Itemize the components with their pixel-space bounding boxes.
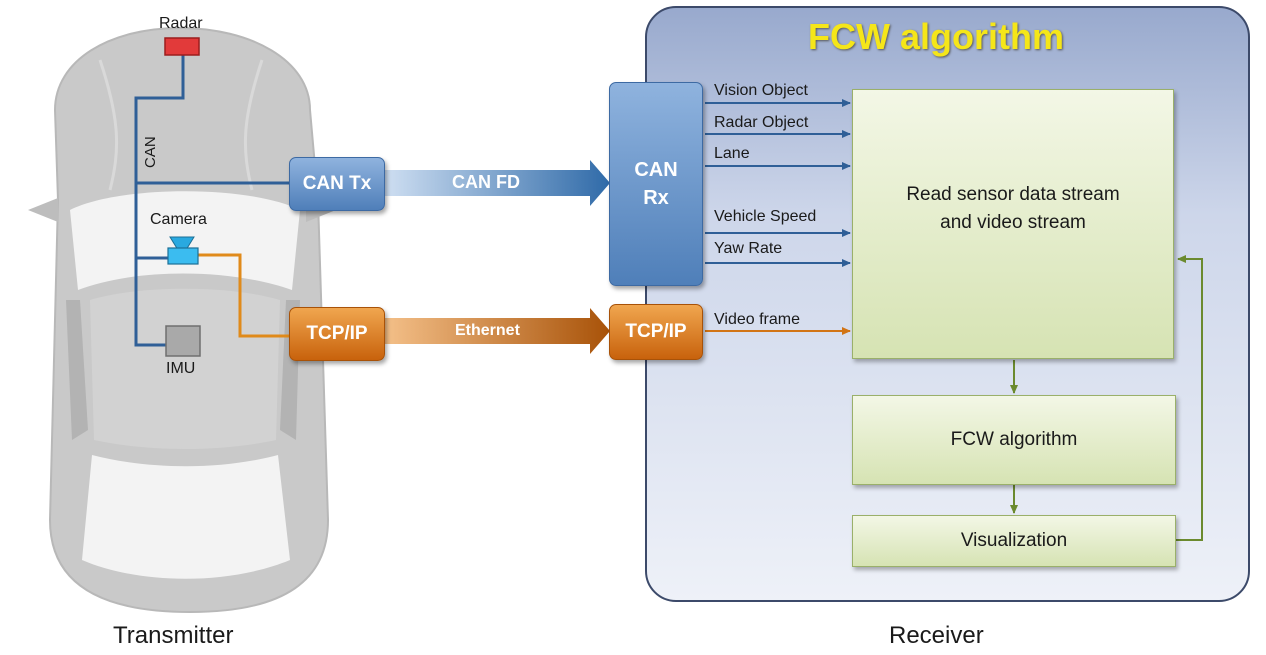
can-rx-line2: Rx xyxy=(643,187,669,209)
flow-arrows xyxy=(1010,255,1203,541)
signal-label-yaw-rate: Yaw Rate xyxy=(714,240,783,257)
read-sensor-box: Read sensor data stream and video stream xyxy=(852,89,1174,359)
signal-label-vehicle-speed: Vehicle Speed xyxy=(714,208,817,225)
car-silhouette xyxy=(28,26,336,614)
camera-label: Camera xyxy=(150,211,207,228)
can-rx-line1: CAN xyxy=(634,159,678,181)
can-rx-box: CAN Rx xyxy=(609,82,703,286)
transmitter-caption: Transmitter xyxy=(113,622,234,649)
radar-label: Radar xyxy=(159,15,203,32)
can-fd-label: CAN FD xyxy=(452,172,520,192)
can-tx-box: CAN Tx xyxy=(289,157,385,211)
fcw-algorithm-box: FCW algorithm xyxy=(852,395,1176,485)
ethernet-arrow xyxy=(384,308,610,354)
visualization-box: Visualization xyxy=(852,515,1176,567)
tcp-ip-receiver-box: TCP/IP xyxy=(609,304,703,360)
signal-arrows xyxy=(705,99,851,335)
tcp-ip-transmitter-box: TCP/IP xyxy=(289,307,385,361)
can-bus-label: CAN xyxy=(142,136,159,168)
read-sensor-line2: and video stream xyxy=(940,212,1086,233)
receiver-caption: Receiver xyxy=(889,622,984,649)
signal-label-lane: Lane xyxy=(714,145,750,162)
signal-label-video-frame: Video frame xyxy=(714,311,800,328)
read-sensor-line1: Read sensor data stream xyxy=(906,184,1120,205)
radar-icon xyxy=(164,37,200,56)
ethernet-label: Ethernet xyxy=(455,322,520,339)
receiver-title: FCW algorithm xyxy=(808,16,1064,57)
signal-label-vision-object: Vision Object xyxy=(714,82,808,99)
imu-icon xyxy=(165,325,201,357)
signal-label-radar-object: Radar Object xyxy=(714,114,809,131)
can-fd-arrow xyxy=(384,160,610,206)
camera-icon xyxy=(167,236,199,265)
can-bus-wiring xyxy=(134,55,292,347)
imu-label: IMU xyxy=(166,360,196,377)
camera-ethernet-wiring xyxy=(198,253,292,338)
